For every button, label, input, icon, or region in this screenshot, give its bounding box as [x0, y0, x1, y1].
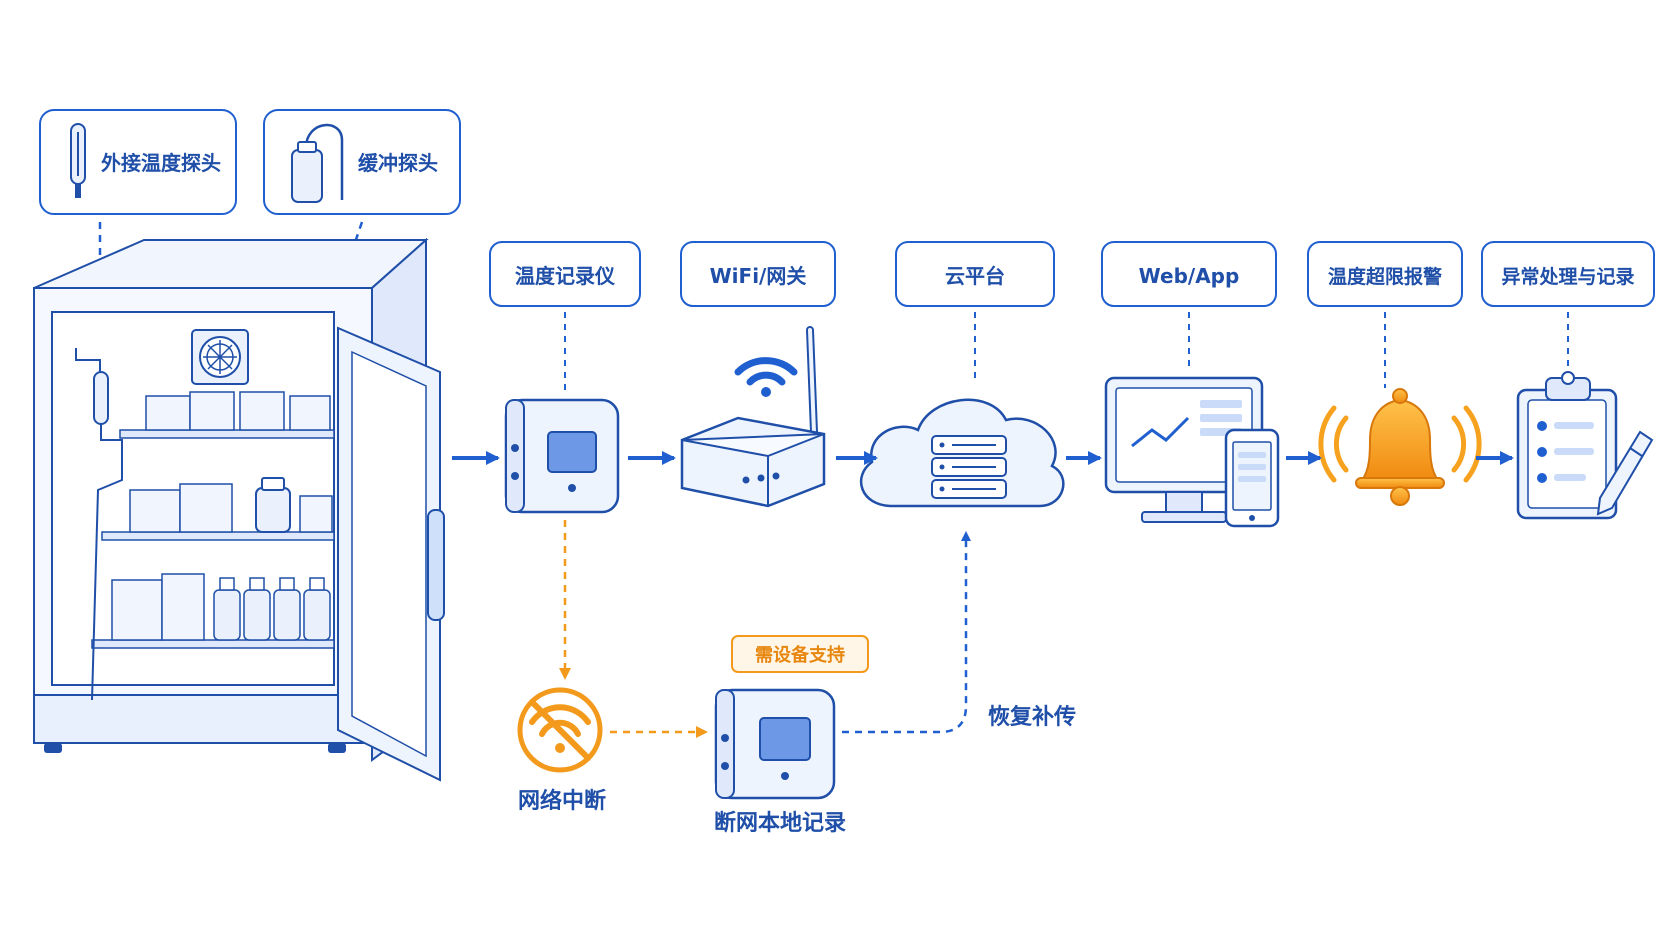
alarm-bell-icon — [1318, 388, 1482, 506]
no-wifi-icon — [517, 687, 603, 773]
cloud-label: 云平台 — [945, 264, 1005, 288]
thermometer-probe-icon — [70, 123, 86, 198]
device-support-badge: 需设备支持 — [731, 635, 869, 673]
gateway-label: WiFi/网关 — [710, 264, 807, 288]
buffer-bottle-icon — [291, 123, 344, 203]
label-leaders — [564, 312, 1569, 390]
webapp-label-box: Web/App — [1101, 241, 1277, 307]
clipboard-icon — [1516, 371, 1618, 520]
handling-label-box: 异常处理与记录 — [1481, 241, 1655, 307]
alarm-label: 温度超限报警 — [1328, 265, 1442, 288]
handling-label: 异常处理与记录 — [1501, 265, 1634, 288]
local-recorder-icon — [714, 688, 836, 800]
external-probe-box: 外接温度探头 — [39, 109, 237, 215]
external-probe-label: 外接温度探头 — [101, 151, 221, 175]
phone-icon — [1224, 428, 1280, 528]
recorder-device-icon — [504, 398, 620, 514]
local-record-label: 断网本地记录 — [714, 810, 846, 836]
pen-icon — [1596, 430, 1654, 516]
refrigerator-icon — [33, 237, 445, 782]
buffer-probe-box: 缓冲探头 — [263, 109, 461, 215]
wifi-icon — [734, 357, 798, 397]
fan-icon — [191, 329, 249, 385]
network-down-label: 网络中断 — [518, 788, 606, 814]
gateway-label-box: WiFi/网关 — [680, 241, 836, 307]
webapp-label: Web/App — [1139, 264, 1240, 288]
cloud-server-icon — [859, 398, 1065, 508]
alarm-label-box: 温度超限报警 — [1307, 241, 1463, 307]
recorder-label: 温度记录仪 — [515, 264, 616, 288]
device-support-text: 需设备支持 — [755, 644, 845, 666]
buffer-probe-label: 缓冲探头 — [358, 151, 438, 175]
resume-upload-arrow — [842, 531, 971, 734]
router-icon — [680, 326, 826, 508]
monitor-icon — [1104, 376, 1264, 523]
cloud-label-box: 云平台 — [895, 241, 1055, 307]
recorder-label-box: 温度记录仪 — [489, 241, 641, 307]
resume-upload-label: 恢复补传 — [988, 704, 1076, 730]
